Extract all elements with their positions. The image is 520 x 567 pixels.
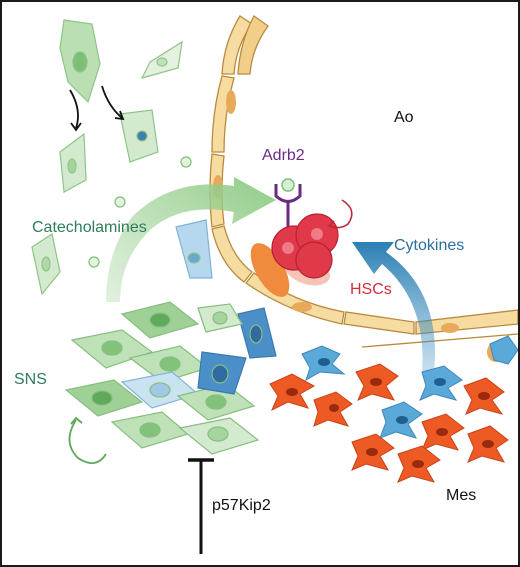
migrating-neural-crest-cells: [31, 19, 213, 296]
mes-label: Mes: [446, 487, 476, 504]
cytokine-arrow-icon: [352, 242, 435, 372]
migration-arrows-icon: [69, 85, 125, 132]
catecholamine-droplets: [88, 156, 192, 268]
sns-label: SNS: [14, 371, 47, 388]
p57kip2-label: p57Kip2: [212, 497, 271, 514]
catecholamine-arrow-icon: [106, 177, 276, 302]
adrb2-receptor-icon: [274, 178, 302, 232]
aorta-lower-wall: [361, 333, 518, 348]
sns-neuron-cluster: [64, 301, 277, 455]
adrb2-label: Adrb2: [262, 147, 305, 164]
hsc-cluster: [250, 213, 339, 297]
cytokines-label: Cytokines: [394, 237, 464, 254]
mesenchymal-cells: [269, 335, 518, 483]
ao-label: Ao: [394, 109, 414, 126]
catecholamines-label: Catecholamines: [32, 219, 147, 236]
self-renewal-arrow-icon: [68, 416, 107, 464]
inhibition-bar-icon: [188, 458, 214, 554]
hscs-label: HSCs: [350, 281, 392, 298]
